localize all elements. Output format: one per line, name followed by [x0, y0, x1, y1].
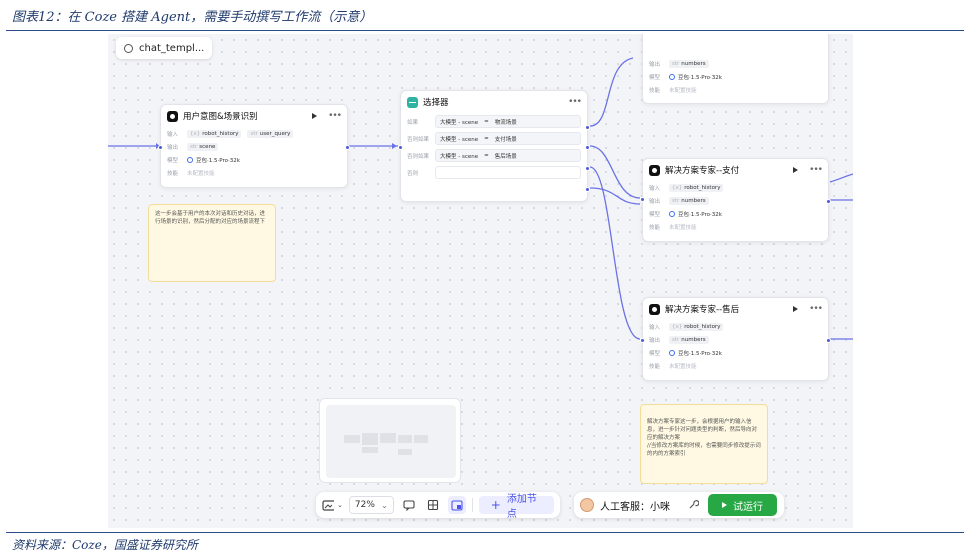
- output-port-1[interactable]: [585, 125, 590, 130]
- output-port[interactable]: [826, 338, 831, 343]
- comment-note-intent[interactable]: 这一步会基于用户的本次对话和历史对话，进行场景的识别，然后分配的对应的场景流程下: [148, 204, 276, 282]
- minimap-icon[interactable]: [447, 496, 466, 514]
- more-icon[interactable]: •••: [328, 111, 342, 121]
- wire-branch1-top: [589, 57, 634, 127]
- debug-tool-icon[interactable]: [684, 496, 702, 514]
- output-port-2[interactable]: [585, 145, 590, 150]
- run-node-icon[interactable]: [793, 167, 799, 173]
- run-toolbar: 人工客服：小咪 试运行: [574, 492, 784, 518]
- output-port-else[interactable]: [585, 187, 590, 192]
- play-icon: [722, 502, 727, 508]
- run-node-icon[interactable]: [312, 113, 318, 119]
- node-solution-aftersales[interactable]: 解决方案专家--售后 ••• 输入 {x}robot_history 输出 st…: [640, 297, 831, 381]
- input-tag: {x}robot_history: [187, 129, 242, 138]
- template-chip[interactable]: chat_templ...: [116, 37, 213, 59]
- branch-condition[interactable]: 大模型 - scene=售后场景: [435, 149, 581, 162]
- figure-source: 资料来源：Coze，国盛证券研究所: [12, 538, 198, 552]
- connection-wires: [108, 57, 853, 340]
- wire-branch3-aftersales: [589, 166, 641, 340]
- skill-status: 未配置技能: [669, 87, 697, 94]
- workflow-canvas[interactable]: chat_templ... 用户意图&场景识别 ••• 输入 {x}robot_…: [108, 34, 853, 528]
- more-icon[interactable]: •••: [809, 165, 823, 175]
- output-port[interactable]: [345, 145, 350, 150]
- skill-status: 未配置技能: [669, 224, 697, 231]
- doubao-icon: [669, 349, 675, 356]
- run-node-icon[interactable]: [793, 306, 799, 312]
- node-title: 解决方案专家--售后: [665, 305, 740, 315]
- minimap[interactable]: [319, 398, 461, 483]
- input-port[interactable]: [158, 145, 163, 150]
- comment-note-solution[interactable]: 解决方案专家这一步，会根据用户的输入信息，进一步针对问题类型的判断，然后导向对应…: [640, 404, 768, 484]
- image-icon: [322, 499, 335, 511]
- node-title: 解决方案专家--支付: [665, 166, 740, 176]
- llm-node-icon: [167, 110, 178, 122]
- plus-icon: +: [490, 498, 501, 512]
- else-branch[interactable]: [435, 166, 581, 179]
- llm-node-icon: [649, 303, 660, 315]
- branch-condition[interactable]: 大模型 - scene=支付场景: [435, 132, 581, 145]
- model-name: 豆包·1.5·Pro·32k: [187, 156, 240, 164]
- node-title: 用户意图&场景识别: [183, 112, 258, 122]
- more-icon[interactable]: •••: [809, 304, 823, 314]
- selector-icon: [407, 96, 418, 108]
- layout-grid-icon[interactable]: [424, 496, 442, 514]
- more-icon[interactable]: •••: [568, 97, 582, 107]
- model-name: 豆包·1.5·Pro·32k: [669, 210, 722, 218]
- caption-rule: [6, 30, 964, 31]
- output-port[interactable]: [826, 199, 831, 204]
- agent-name[interactable]: 人工客服：小咪: [600, 501, 670, 513]
- zoom-select[interactable]: 72% ⌄: [348, 496, 394, 514]
- input-port[interactable]: [640, 338, 645, 343]
- doubao-icon: [187, 156, 193, 163]
- doubao-icon: [669, 210, 675, 217]
- skill-status: 未配置技能: [187, 170, 215, 177]
- test-run-button[interactable]: 试运行: [708, 494, 777, 516]
- llm-node-icon: [649, 164, 660, 176]
- source-rule: [6, 532, 964, 533]
- note-text: 解决方案专家这一步，会根据用户的输入信息，进一步针对问题类型的判断，然后导向对应…: [647, 418, 761, 457]
- figure-caption: 图表12：在 Coze 搭建 Agent，需要手动撰写工作流（示意）: [12, 10, 373, 25]
- minimap-viewport[interactable]: [326, 405, 456, 478]
- input-port[interactable]: [398, 145, 403, 150]
- node-selector[interactable]: 选择器 ••• 如果 大模型 - scene=物流场景 否则如果 大模型 - s…: [398, 90, 590, 202]
- avatar: [580, 498, 594, 512]
- node-solution-payment[interactable]: 解决方案专家--支付 ••• 输入 {x}robot_history 输出 st…: [640, 158, 831, 242]
- output-port-3[interactable]: [585, 166, 590, 171]
- input-tag: {x}robot_history: [669, 322, 724, 331]
- minimap-preview: [344, 433, 428, 455]
- add-node-button[interactable]: + 添加节点: [478, 494, 555, 520]
- model-name: 豆包·1.5·Pro·32k: [669, 73, 722, 81]
- toolbar-divider: [471, 498, 473, 512]
- wire-else-payment: [589, 187, 641, 205]
- input-port[interactable]: [640, 197, 645, 202]
- node-title: 选择器: [423, 98, 449, 108]
- minimap-toggle-icon[interactable]: ⌄: [322, 496, 343, 514]
- zoom-level: 72%: [354, 500, 375, 510]
- wire-branch2-payment: [589, 145, 641, 199]
- chevron-down-icon: ⌄: [381, 500, 388, 510]
- comment-icon[interactable]: [400, 496, 418, 514]
- model-name: 豆包·1.5·Pro·32k: [669, 349, 722, 357]
- doubao-icon: [669, 73, 675, 80]
- wire-payment-out-1: [829, 173, 853, 183]
- note-text: 这一步会基于用户的本次对话和历史对话，进行场景的识别，然后分配的对应的场景流程下: [155, 211, 266, 225]
- branch-condition[interactable]: 大模型 - scene=物流场景: [435, 115, 581, 128]
- template-icon: [124, 43, 133, 53]
- skill-status: 未配置技能: [669, 363, 697, 370]
- canvas-toolbar: ⌄ 72% ⌄ + 添加节点: [316, 492, 560, 520]
- input-tag: {x}robot_history: [669, 183, 724, 192]
- template-name: chat_templ...: [139, 42, 205, 54]
